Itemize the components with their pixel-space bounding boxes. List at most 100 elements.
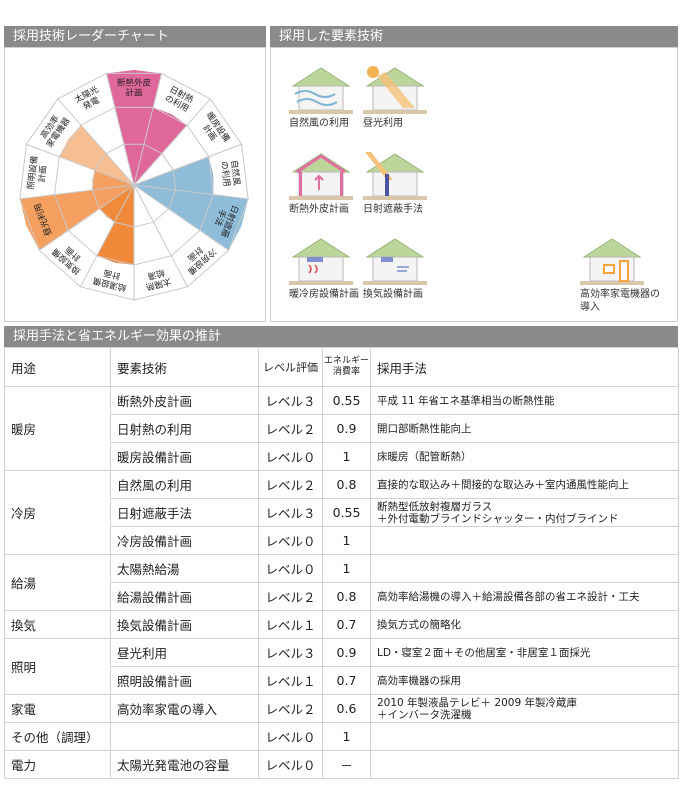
rate-cell: 0.7: [322, 666, 371, 695]
element-caption: 高効率家電機器の導入: [580, 289, 660, 313]
level-cell: レベル２: [258, 694, 323, 723]
method-cell: 断熱型低放射複層ガラス＋外付電動ブラインドシャッター・内付ブラインド: [370, 498, 679, 527]
usage-cell: その他（調理）: [4, 722, 111, 751]
tech-cell: 断熱外皮計画: [110, 386, 259, 415]
method-cell: [370, 554, 679, 583]
house-ventilation-icon: [363, 235, 473, 285]
tech-cell: 日射遮蔽手法: [110, 498, 259, 527]
method-cell: 直接的な取込み＋間接的な取込み＋室内通風性能向上: [370, 470, 679, 499]
radar-axis-label-line: 計画: [36, 165, 49, 183]
tech-cell: 高効率家電の導入: [110, 694, 259, 723]
rate-cell: 0.9: [322, 638, 371, 667]
usage-cell: 暖房: [4, 386, 111, 471]
col-energy-rate-line2: 消費率: [332, 367, 360, 377]
col-level: レベル評価: [258, 347, 323, 387]
tech-cell: 換気設備計画: [110, 610, 259, 639]
level-cell: レベル３: [258, 386, 323, 415]
usage-cell: 換気: [4, 610, 111, 639]
radar-spoke-11: [26, 143, 135, 186]
level-cell: レベル０: [258, 750, 323, 779]
method-cell: LD・寝室２面＋その他居室・非居室１面採光: [370, 638, 679, 667]
radar-axis-label-line: 計画: [125, 88, 142, 99]
level-cell: レベル３: [258, 638, 323, 667]
radar-spoke-4: [133, 184, 249, 200]
usage-cell: 電力: [4, 750, 111, 779]
tech-cell: 日射熱の利用: [110, 414, 259, 443]
element-caption: 自然風の利用: [289, 118, 349, 129]
energy-estimate-table: 用途 要素技術 レベル評価 エネルギー 消費率 採用手法 暖房断熱外皮計画レベル…: [4, 347, 679, 779]
radar-ring-3: [19, 72, 249, 301]
radar-axis-label-0: 断熱外皮計画: [117, 78, 152, 99]
method-cell: 開口部断熱性能向上: [370, 414, 679, 443]
tech-cell: 冷房設備計画: [110, 526, 259, 555]
radar-spoke-6: [133, 184, 188, 288]
element-caption: 日射遮蔽手法: [363, 204, 423, 215]
radar-spoke-2: [133, 98, 211, 186]
radar-sector-7: [96, 185, 134, 265]
rate-cell: 0.9: [322, 414, 371, 443]
radar-axis-label-line: 照明設備: [25, 155, 40, 191]
level-cell: レベル０: [258, 722, 323, 751]
house-insulation-icon: [289, 150, 399, 200]
col-energy-rate-line1: エネルギー: [323, 356, 369, 366]
tech-cell: 暖房設備計画: [110, 442, 259, 471]
element-caption: 換気設備計画: [363, 289, 423, 300]
level-cell: レベル１: [258, 610, 323, 639]
radar-sector-10: [92, 170, 134, 191]
radar-axis-label-7: 給湯設備計画: [91, 265, 130, 294]
element-house-insulation: 断熱外皮計画: [289, 150, 399, 216]
tech-cell: 給湯設備計画: [110, 582, 259, 611]
method-cell: 2010 年製液晶テレビ＋ 2009 年製冷蔵庫＋インバータ洗濯機: [370, 694, 679, 723]
house-shading-icon: [363, 150, 473, 200]
rate-cell: 0.6: [322, 694, 371, 723]
element-caption: 暖冷房設備計画: [289, 289, 359, 300]
radar-axis-label-line: 計画: [102, 267, 121, 282]
rate-cell: 0.55: [322, 498, 371, 527]
level-cell: レベル０: [258, 526, 323, 555]
radar-spoke-1: [133, 73, 163, 186]
radar-sector-1: [134, 107, 188, 185]
radar-axis-label-line: 自然風: [228, 159, 242, 186]
method-cell: 高効率給湯機の導入＋給湯設備各部の省エネ設計・工夫: [370, 582, 679, 611]
element-caption: 昼光利用: [363, 118, 403, 129]
tech-cell: 照明設備計画: [110, 666, 259, 695]
radar-spoke-8: [80, 184, 135, 288]
usage-cell: 家電: [4, 694, 111, 723]
method-cell: [370, 722, 679, 751]
radar-axis-label-line: の利用: [218, 161, 232, 188]
element-house-shading: 日射遮蔽手法: [363, 150, 473, 216]
rate-cell: 0.55: [322, 386, 371, 415]
level-cell: レベル２: [258, 582, 323, 611]
level-cell: レベル０: [258, 442, 323, 471]
rate-cell: 1: [322, 526, 371, 555]
radar-axis-label-3: 自然風の利用: [218, 159, 242, 187]
method-cell: [370, 750, 679, 779]
level-cell: レベル２: [258, 470, 323, 499]
element-house-hvac: 暖冷房設備計画: [289, 235, 399, 301]
house-natural-wind-icon: [289, 64, 399, 114]
level-cell: レベル３: [258, 498, 323, 527]
tech-cell: 太陽光発電池の容量: [110, 750, 259, 779]
radar-sector-0: [106, 70, 162, 185]
col-technology: 要素技術: [110, 347, 259, 387]
radar-ring-1: [91, 143, 177, 228]
col-usage: 用途: [4, 347, 111, 387]
rate-cell: 1: [322, 442, 371, 471]
element-caption: 断熱外皮計画: [289, 204, 349, 215]
element-house-natural-wind: 自然風の利用: [289, 64, 399, 130]
element-house-appliance: 高効率家電機器の導入: [580, 235, 684, 314]
radar-spoke-10: [19, 184, 135, 200]
method-cell: 平成 11 年省エネ基準相当の断熱性能: [370, 386, 679, 415]
level-cell: レベル０: [258, 554, 323, 583]
method-cell: 床暖房（配管断熱）: [370, 442, 679, 471]
rate-cell: －: [322, 750, 371, 779]
